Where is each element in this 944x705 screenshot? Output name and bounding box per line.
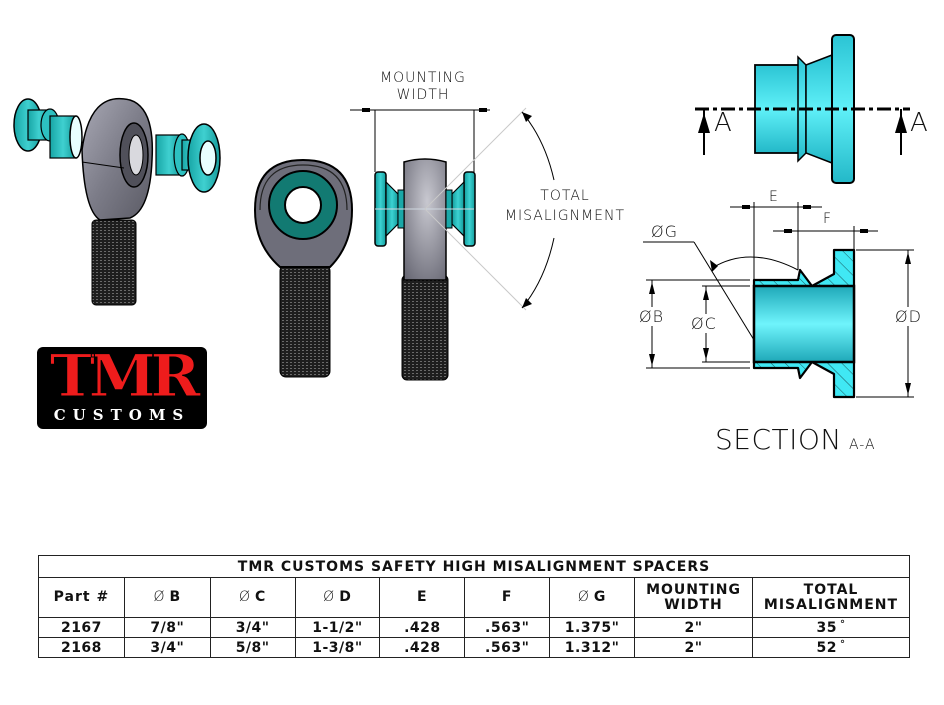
cell-e: .428 (379, 637, 466, 658)
section-title: SECTION A-A (715, 423, 876, 456)
cell-d: 1-1/2" (294, 617, 381, 638)
cell-c: 3/4" (209, 617, 296, 638)
cell-b: 3/4" (123, 637, 211, 658)
cell-mounting-width: 2" (634, 617, 753, 638)
diameter-symbol-icon: Ø (577, 589, 590, 605)
table-row: 2168 3/4" 5/8" 1-3/8" .428 .563" 1.312" … (38, 637, 911, 658)
cell-total-misalignment: 35° (751, 617, 911, 638)
dim-f-label: F (823, 211, 833, 227)
rod-end-front-view (253, 158, 354, 378)
cell-part: 2168 (38, 637, 125, 658)
diameter-symbol-icon: Ø (238, 589, 252, 605)
dim-b-label: ØB (639, 307, 665, 326)
spacer-elevation-view (695, 34, 910, 184)
side-view-drawing (350, 107, 555, 381)
dim-d-label: ØD (895, 307, 922, 326)
spacer-spec-table: TMR CUSTOMS SAFETY HIGH MISALIGNMENT SPA… (38, 555, 911, 658)
table-title: TMR CUSTOMS SAFETY HIGH MISALIGNMENT SPA… (38, 555, 910, 578)
section-title-main: SECTION (715, 423, 842, 456)
dimension-e (730, 202, 822, 282)
dimension-f (773, 226, 878, 250)
mounting-width-dimension (350, 108, 490, 172)
dim-e-label: E (769, 189, 779, 205)
diameter-symbol-icon: Ø (153, 589, 166, 605)
cell-f: .563" (464, 617, 551, 638)
cell-mounting-width: 2" (634, 637, 753, 658)
cell-c: 5/8" (209, 637, 296, 658)
header-f: F (464, 577, 551, 618)
logo-background (37, 347, 207, 429)
logo-brand-text: TMR (49, 342, 201, 410)
section-label-left: A (714, 108, 733, 138)
cell-part: 2167 (38, 617, 125, 638)
cell-g: 1.312" (549, 637, 636, 658)
dimension-g (643, 241, 799, 341)
left-spacer-part (13, 98, 83, 159)
degree-symbol: ° (839, 618, 846, 630)
tmr-customs-logo: TMR CUSTOMS (37, 347, 207, 429)
rod-end-part (81, 97, 154, 306)
section-a-a-view (643, 202, 914, 399)
degree-symbol: ° (839, 638, 846, 650)
cell-e: .428 (379, 617, 466, 638)
dim-c-label: ØC (691, 314, 717, 333)
dimension-b (646, 279, 750, 369)
section-arrow-right (895, 109, 907, 155)
diameter-symbol-icon: Ø (323, 589, 336, 605)
mounting-width-label: MOUNTING WIDTH (380, 70, 466, 103)
total-misalignment-arc (521, 111, 555, 309)
section-label-right: A (910, 108, 929, 138)
cell-d: 1-3/8" (294, 637, 381, 658)
cell-g: 1.375" (549, 617, 636, 638)
cell-total-misalignment: 52° (751, 637, 911, 658)
section-title-suffix: A-A (848, 437, 876, 453)
cell-f: .563" (464, 637, 551, 658)
total-misalignment-label: TOTAL MISALIGNMENT (504, 188, 626, 224)
right-spacer-part (155, 123, 221, 193)
section-arrow-left (698, 109, 710, 155)
header-e: E (379, 577, 466, 618)
dim-g-label: ØG (651, 222, 678, 241)
isometric-exploded-view (13, 97, 221, 306)
logo-subtitle-text: CUSTOMS (53, 406, 191, 424)
cell-b: 7/8" (123, 617, 211, 638)
header-part-number: Part # (38, 577, 125, 618)
table-row: 2167 7/8" 3/4" 1-1/2" .428 .563" 1.375" … (38, 617, 911, 638)
